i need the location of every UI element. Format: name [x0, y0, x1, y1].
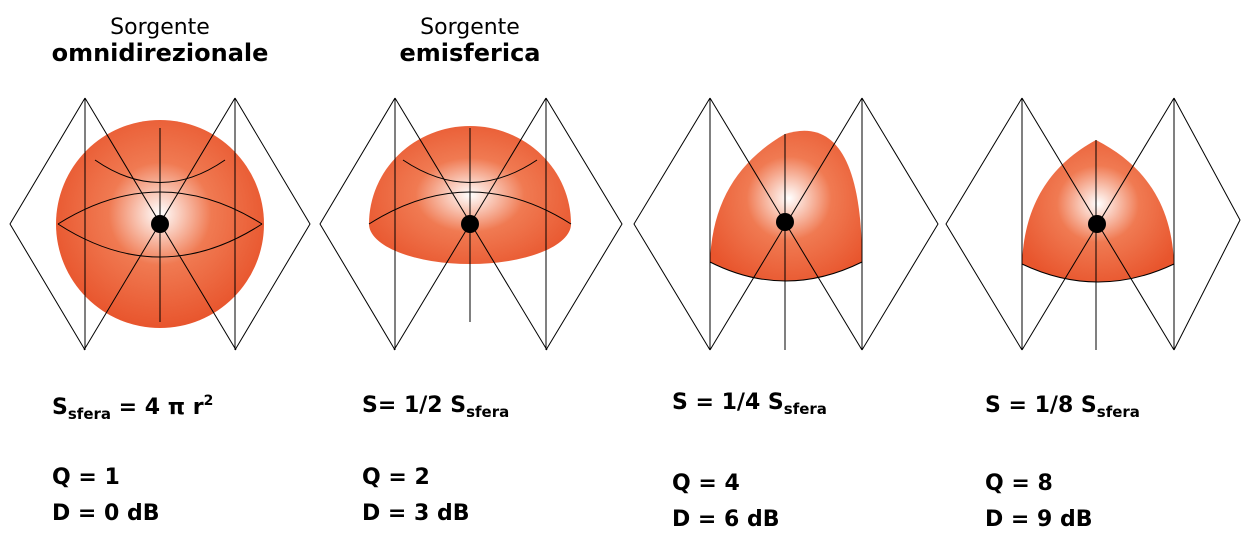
formula-sub: sfera: [1096, 403, 1140, 421]
source-point: [776, 213, 794, 231]
eighth-sphere-shape: [1022, 140, 1174, 282]
formula-main: S = 1/8 S: [985, 393, 1097, 418]
formula-main: S = 1/4 S: [672, 390, 784, 415]
q-value: Q = 4: [672, 471, 740, 496]
q-value: Q = 2: [362, 465, 430, 490]
title-bold: emisferica: [399, 39, 541, 68]
axes-frame: [319, 97, 623, 351]
formula-omni: Ssfera = 4 π r2: [52, 393, 213, 423]
d-value: D = 0 dB: [52, 501, 160, 526]
formula-sub: sfera: [67, 405, 112, 423]
source-point: [461, 215, 479, 233]
panel-quarter: [633, 97, 939, 351]
q-value: Q = 8: [985, 471, 1053, 496]
qd-hemi: Q = 2 D = 3 dB: [362, 460, 470, 532]
panel-eighth: [945, 97, 1241, 351]
quarter-sphere-shape: [710, 130, 862, 281]
formula-eighth: S = 1/8 Ssfera: [985, 393, 1140, 421]
source-point: [151, 215, 169, 233]
panel-omni: [9, 97, 311, 351]
source-point: [1088, 215, 1106, 233]
d-value: D = 9 dB: [985, 507, 1093, 532]
qd-eighth: Q = 8 D = 9 dB: [985, 466, 1093, 538]
qd-quarter: Q = 4 D = 6 dB: [672, 466, 780, 538]
title-light: Sorgente: [110, 15, 210, 40]
qd-omni: Q = 1 D = 0 dB: [52, 460, 160, 532]
q-value: Q = 1: [52, 465, 120, 490]
formula-sub: sfera: [466, 403, 510, 421]
formula-quarter: S = 1/4 Ssfera: [672, 390, 827, 418]
d-value: D = 6 dB: [672, 507, 780, 532]
panel-hemi: [319, 97, 623, 351]
formula-sup: 2: [203, 393, 214, 409]
title-bold: omnidirezionale: [51, 39, 269, 68]
formula-main: S= 1/2 S: [362, 393, 467, 418]
formula-rest: = 4 π r: [111, 395, 204, 420]
panel-title-hemi: Sorgente emisferica: [350, 15, 590, 68]
title-light: Sorgente: [420, 15, 520, 40]
d-value: D = 3 dB: [362, 501, 470, 526]
formula-sub: sfera: [783, 400, 827, 418]
panel-title-omni: Sorgente omnidirezionale: [40, 15, 280, 68]
formula-main: S: [52, 395, 68, 420]
formula-hemi: S= 1/2 Ssfera: [362, 393, 509, 421]
